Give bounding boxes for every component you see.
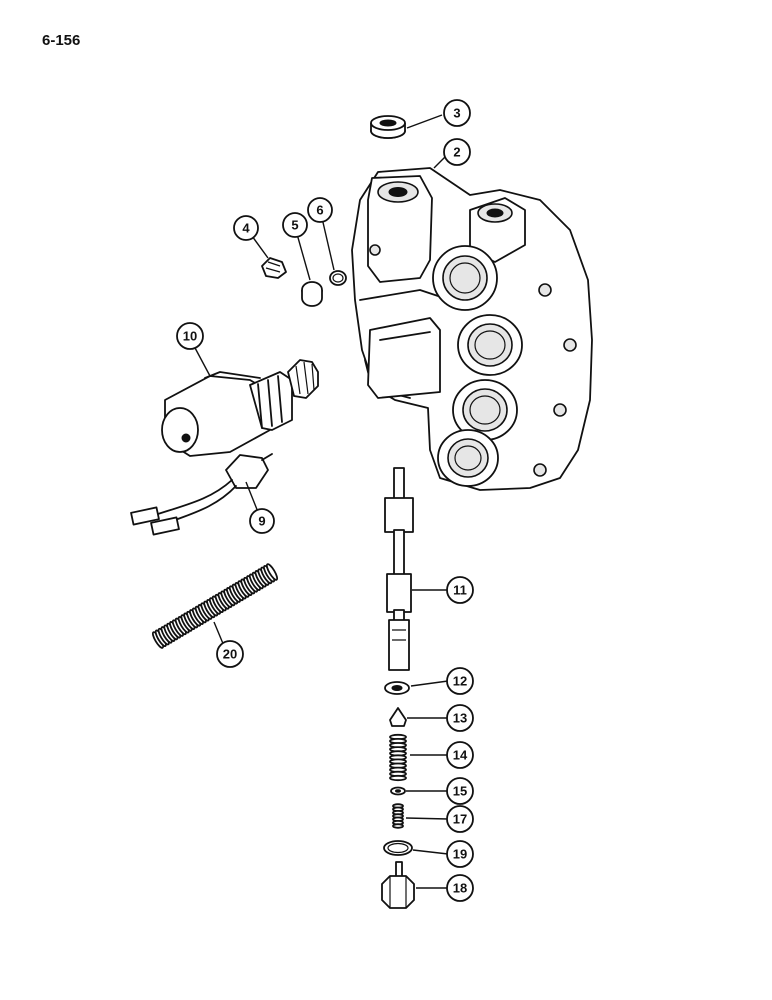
callout-10: 10 <box>176 322 204 350</box>
callout-12: 12 <box>446 667 474 695</box>
callout-6: 6 <box>307 197 333 223</box>
svg-text:14: 14 <box>453 748 468 763</box>
svg-text:20: 20 <box>223 647 237 662</box>
svg-text:15: 15 <box>453 784 467 799</box>
callout-18: 18 <box>446 874 474 902</box>
adjusting-plug <box>381 861 415 909</box>
svg-text:18: 18 <box>453 881 467 896</box>
spring-coil <box>389 774 407 782</box>
callout-17: 17 <box>446 805 474 833</box>
spring <box>389 733 407 782</box>
callout-13: 13 <box>446 704 474 732</box>
o-ring-small <box>329 270 347 286</box>
spool-rod <box>384 467 414 671</box>
svg-text:5: 5 <box>291 218 298 233</box>
callout-3: 3 <box>443 99 471 127</box>
svg-text:12: 12 <box>453 674 467 689</box>
spring-coil <box>392 823 404 829</box>
sensor-switch <box>130 453 273 536</box>
page-number: 6-156 <box>42 32 81 49</box>
svg-text:19: 19 <box>453 847 467 862</box>
valve-body <box>351 167 593 491</box>
seal-ring <box>370 115 406 139</box>
svg-text:11: 11 <box>453 583 467 598</box>
svg-text:13: 13 <box>453 711 467 726</box>
solenoid <box>161 359 319 457</box>
small-spring <box>392 803 404 829</box>
callout-2: 2 <box>443 138 471 166</box>
callout-19: 19 <box>446 840 474 868</box>
svg-text:2: 2 <box>453 145 460 160</box>
svg-text:17: 17 <box>453 812 467 827</box>
svg-text:6: 6 <box>316 203 323 218</box>
o-ring <box>383 840 413 856</box>
spring-coil <box>265 563 279 581</box>
plug <box>301 281 323 307</box>
callout-15: 15 <box>446 777 474 805</box>
leader-lines <box>193 114 449 889</box>
callout-11: 11 <box>446 576 474 604</box>
callout-9: 9 <box>249 508 275 534</box>
svg-text:10: 10 <box>183 329 197 344</box>
poppet <box>389 707 407 727</box>
svg-text:4: 4 <box>242 221 250 236</box>
svg-text:3: 3 <box>453 106 460 121</box>
callout-4: 4 <box>233 215 259 241</box>
callout-14: 14 <box>446 741 474 769</box>
svg-text:9: 9 <box>258 514 265 529</box>
callout-5: 5 <box>282 212 308 238</box>
snap-ring <box>384 681 410 695</box>
plug-small <box>261 257 287 279</box>
long-spring <box>151 563 279 649</box>
washer <box>390 786 406 796</box>
callout-20: 20 <box>216 640 244 668</box>
